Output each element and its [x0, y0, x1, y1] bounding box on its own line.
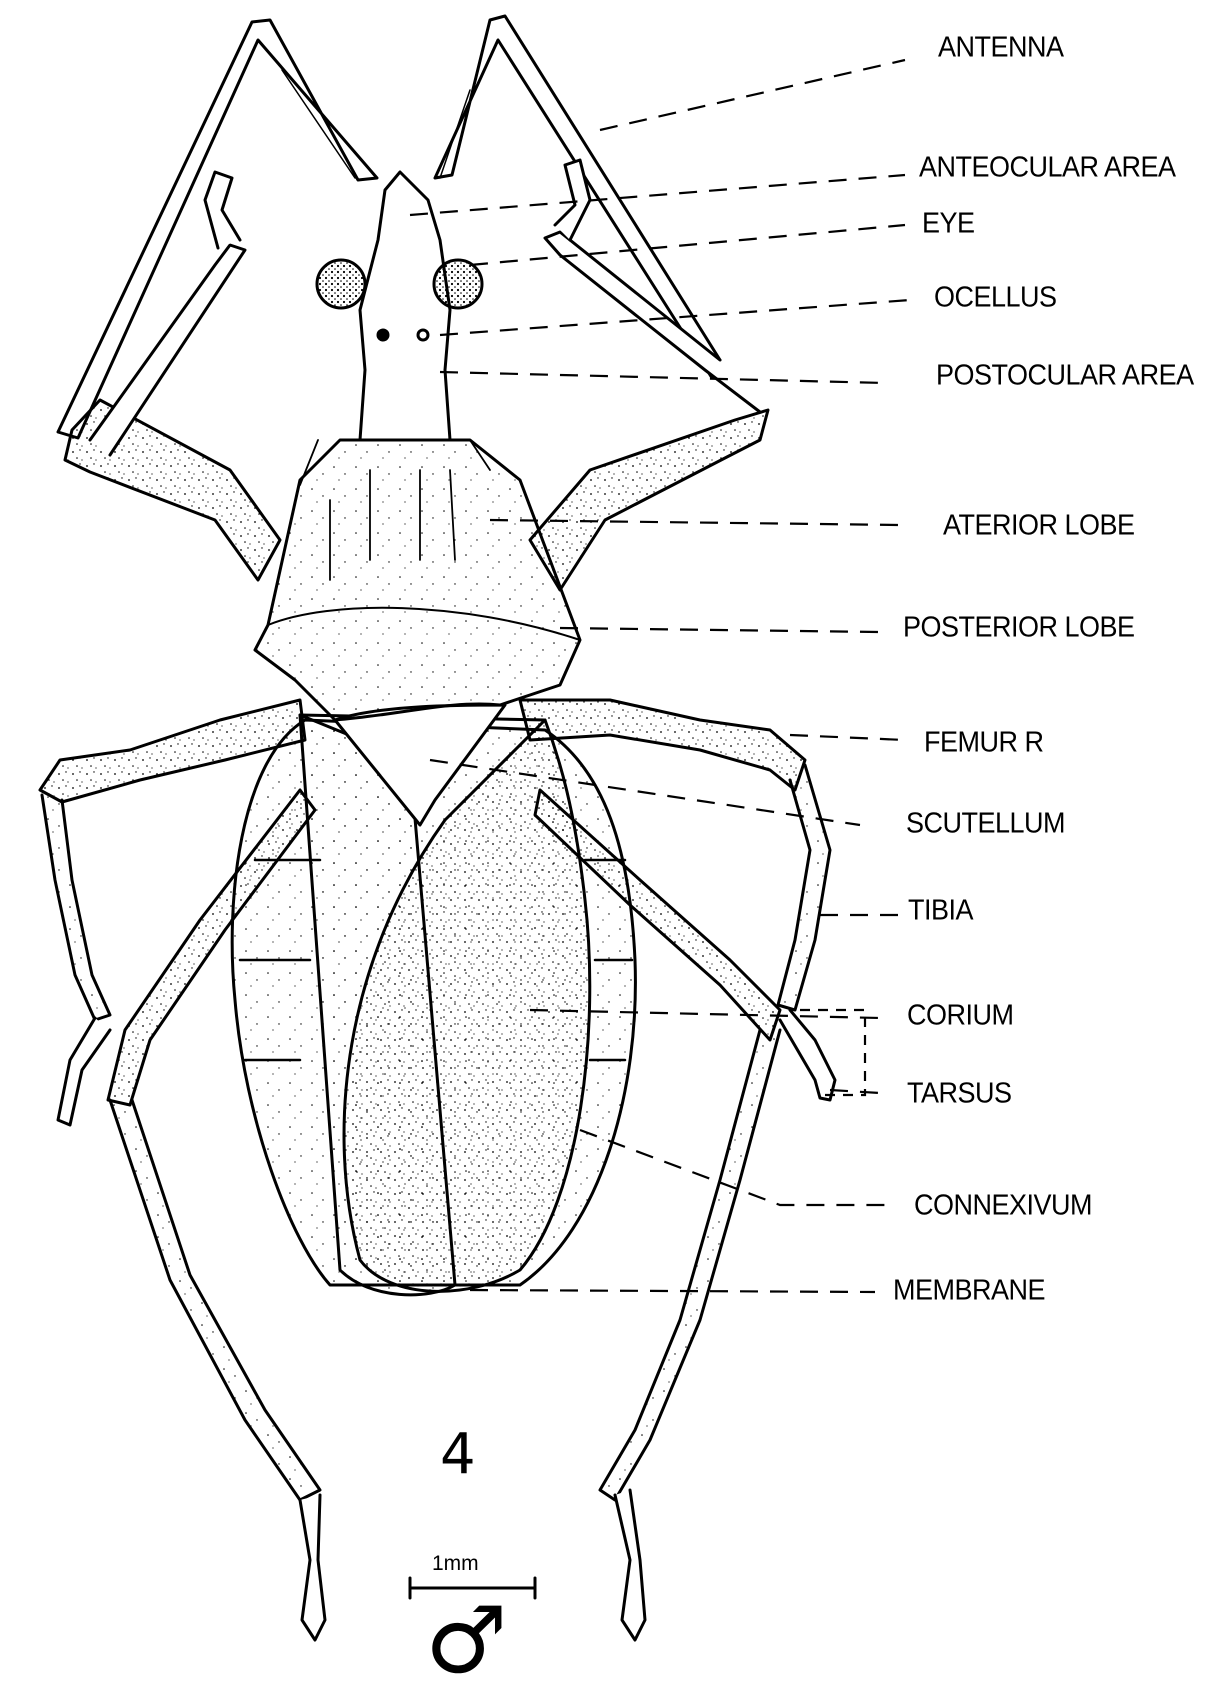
- scale-label: 1mm: [432, 1552, 479, 1576]
- figure-number: 4: [440, 1422, 476, 1487]
- label-anteocular-area: ANTEOCULAR AREA: [919, 151, 1176, 184]
- ocellus-right: [418, 330, 428, 340]
- male-symbol: ♂: [425, 1595, 507, 1687]
- label-corium: CORIUM: [907, 999, 1014, 1032]
- eye-left: [317, 260, 365, 308]
- label-antenna: ANTENNA: [938, 31, 1064, 64]
- eye-right: [434, 260, 482, 308]
- label-scutellum: SCUTELLUM: [906, 807, 1065, 840]
- pronotum: [255, 440, 580, 720]
- label-connexivum: CONNEXIVUM: [914, 1189, 1092, 1222]
- ocellus-left: [378, 330, 388, 340]
- label-femur: FEMUR R: [924, 726, 1044, 759]
- label-postocular-area: POSTOCULAR AREA: [936, 359, 1194, 392]
- label-ocellus: OCELLUS: [934, 281, 1057, 314]
- label-anterior-lobe: ATERIOR LOBE: [943, 509, 1135, 542]
- label-posterior-lobe: POSTERIOR LOBE: [903, 611, 1135, 644]
- label-tibia: TIBIA: [908, 894, 973, 927]
- label-tarsus: TARSUS: [907, 1077, 1012, 1110]
- label-membrane: MEMBRANE: [893, 1274, 1045, 1307]
- label-eye: EYE: [922, 207, 975, 240]
